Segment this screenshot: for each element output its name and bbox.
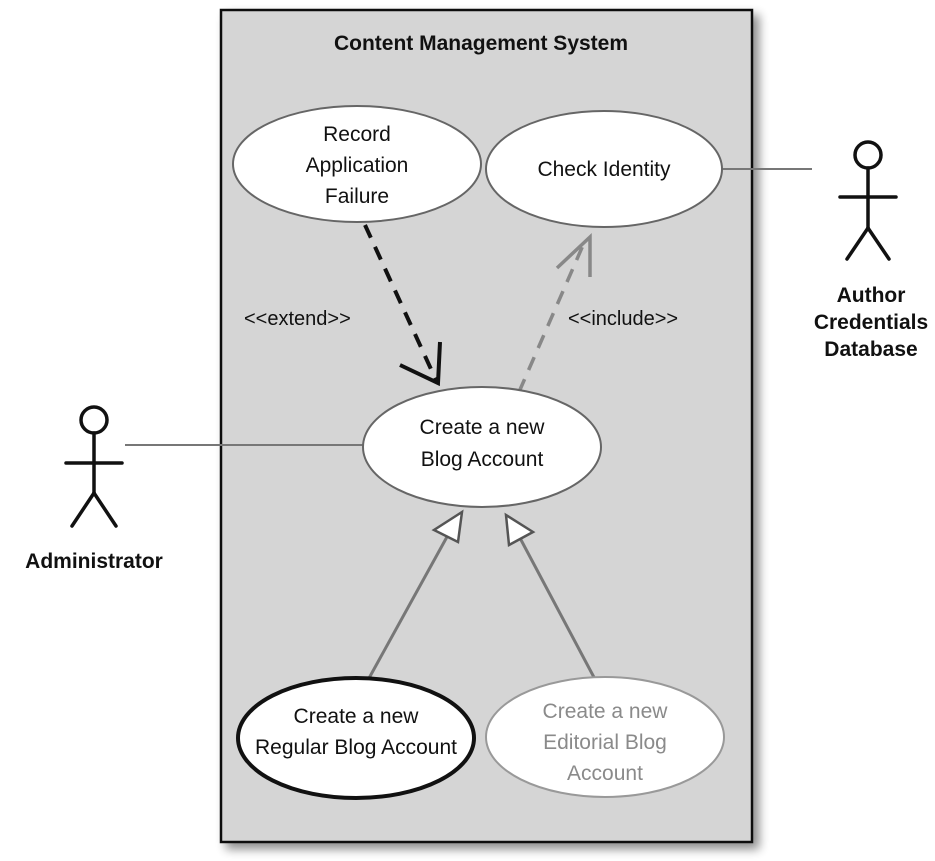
administrator-label: Administrator — [25, 550, 163, 573]
include-relationship — [517, 232, 592, 393]
use-case-record-failure: Record Application Failure — [232, 105, 482, 223]
create-regular-line-2: Regular Blog Account — [255, 736, 457, 759]
extend-label: <<extend>> — [244, 308, 351, 330]
create-blog-line-2: Blog Account — [421, 448, 544, 471]
record-failure-line-2: Application — [306, 154, 409, 177]
include-label: <<include>> — [568, 308, 678, 330]
generalization-regular — [366, 509, 464, 681]
author-db-line-3: Database — [824, 338, 917, 361]
create-blog-line-1: Create a new — [420, 416, 546, 439]
actor-author-db: Author Credentials Database — [814, 140, 928, 361]
system-title: Content Management System — [334, 32, 628, 55]
stick-figure-icon — [838, 140, 898, 261]
author-db-line-1: Author — [837, 284, 906, 307]
create-editorial-line-2: Editorial Blog — [543, 731, 667, 754]
create-editorial-line-3: Account — [567, 762, 643, 785]
author-db-line-2: Credentials — [814, 311, 928, 334]
create-regular-line-1: Create a new — [294, 705, 420, 728]
generalization-editorial — [504, 512, 599, 684]
use-case-create-regular: Create a new Regular Blog Account — [236, 676, 476, 800]
record-failure-line-1: Record — [323, 123, 391, 146]
stick-figure-icon — [64, 405, 124, 528]
record-failure-line-3: Failure — [325, 185, 389, 208]
actor-administrator: Administrator — [25, 405, 163, 573]
create-editorial-line-1: Create a new — [543, 700, 669, 723]
use-case-check-identity: Check Identity — [485, 110, 723, 228]
check-identity-line-1: Check Identity — [537, 158, 671, 181]
use-case-create-editorial: Create a new Editorial Blog Account — [485, 676, 725, 798]
use-case-create-blog: Create a new Blog Account — [362, 386, 602, 508]
extend-relationship — [363, 224, 442, 387]
